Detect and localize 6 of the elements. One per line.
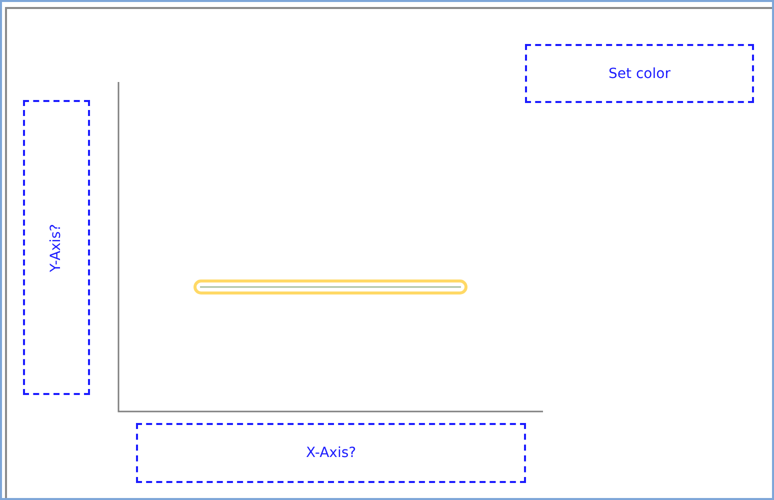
dashed-label-box (23, 100, 90, 395)
dashed-label-box (525, 44, 754, 103)
box-label: Set color (608, 66, 670, 82)
dashed-label-box (136, 423, 526, 483)
box-label: Y-Axis? (48, 223, 64, 272)
box-label: X-Axis? (306, 445, 356, 461)
